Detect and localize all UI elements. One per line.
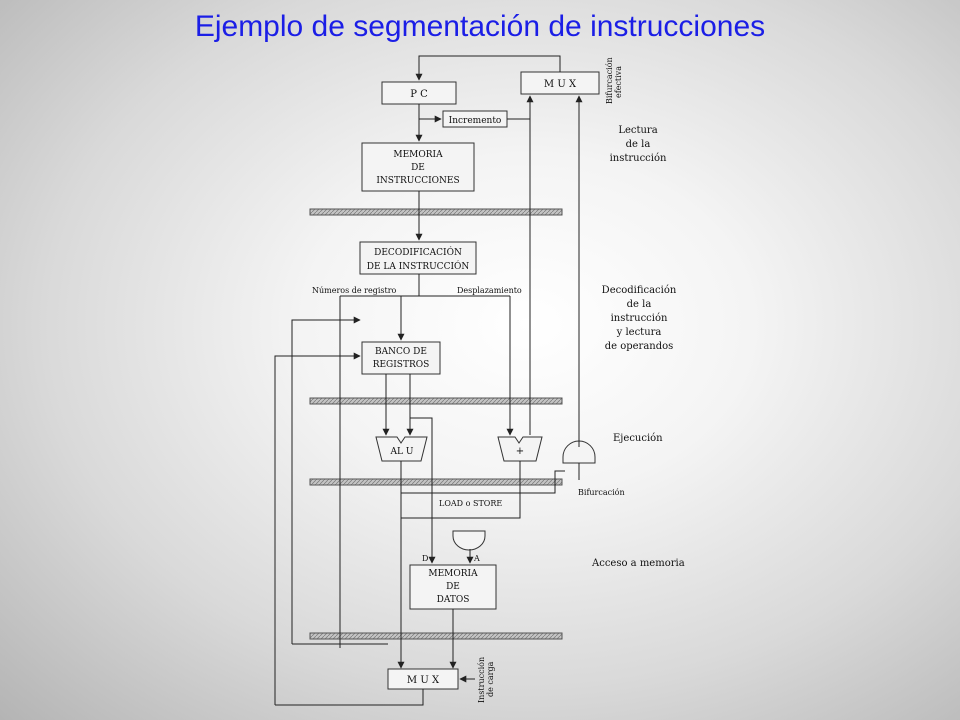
stage-decodificacion-line-5: de operandos xyxy=(605,341,674,352)
decodificacion-block xyxy=(359,241,477,275)
banco-registros-line-1: BANCO DE xyxy=(375,347,427,357)
decodificacion-line-1: DECODIFICACIÓN xyxy=(374,246,462,258)
memoria-datos-block xyxy=(409,564,497,610)
d-label: D xyxy=(422,554,428,563)
bifurcacion-efectiva-line-2: efectiva xyxy=(614,66,623,98)
adder-label: + xyxy=(516,446,524,457)
desplazamiento-label: Desplazamiento xyxy=(457,286,522,295)
banco-registros-block xyxy=(361,341,441,375)
instruccion-carga-line-1: Instrucción xyxy=(477,657,486,703)
stage-decodificacion-line-4: y lectura xyxy=(616,327,662,338)
instruccion-carga-label: Instrucción de carga xyxy=(477,657,495,703)
a-label: A xyxy=(473,554,480,563)
alu-label: AL U xyxy=(390,447,414,457)
pc-label: P C xyxy=(410,89,428,100)
connection-lines xyxy=(274,55,583,706)
stage-lectura-line-3: instrucción xyxy=(610,153,667,164)
bifurcacion-efectiva-line-1: Bifurcación xyxy=(605,57,614,104)
stage-lectura-line-1: Lectura xyxy=(618,125,657,136)
banco-registros-line-2: REGISTROS xyxy=(373,360,430,370)
stage-ejecucion-label: Ejecución xyxy=(613,433,663,444)
pipeline-register-3 xyxy=(309,478,563,486)
stage-decodificacion-line-3: instrucción xyxy=(611,313,668,324)
instruccion-carga-line-2: de carga xyxy=(486,661,495,697)
bifurcacion-label: Bifurcación xyxy=(578,488,625,497)
stage-decodificacion-line-2: de la xyxy=(627,299,652,310)
slide-title: Ejemplo de segmentación de instrucciones xyxy=(194,10,766,43)
stage-acceso-label: Acceso a memoria xyxy=(591,558,685,569)
incremento-label: Incremento xyxy=(449,116,502,126)
memoria-instrucciones-block xyxy=(361,142,475,192)
memoria-instrucciones-line-1: MEMORIA xyxy=(393,150,443,160)
branch-and-gate xyxy=(562,440,596,464)
pipeline-register-2 xyxy=(309,397,563,405)
decodificacion-line-2: DE LA INSTRUCCIÓN xyxy=(367,260,470,272)
stage-decodificacion-line-1: Decodificación xyxy=(602,285,677,296)
numeros-registro-label: Números de registro xyxy=(312,286,397,295)
memoria-instrucciones-line-3: INSTRUCCIONES xyxy=(376,176,459,186)
memoria-datos-line-2: DE xyxy=(446,582,460,592)
alu-block xyxy=(375,436,428,462)
pipeline-register-1 xyxy=(309,208,563,216)
memoria-datos-line-1: MEMORIA xyxy=(428,569,478,579)
mux-bottom-label: M U X xyxy=(407,675,440,686)
pipeline-register-4 xyxy=(309,632,563,640)
stage-lectura-line-2: de la xyxy=(626,139,651,150)
memoria-instrucciones-line-2: DE xyxy=(411,163,425,173)
bifurcacion-efectiva-label: Bifurcación efectiva xyxy=(605,57,623,104)
adder-block xyxy=(497,436,543,462)
load-store-label: LOAD o STORE xyxy=(439,499,502,508)
load-store-gate xyxy=(452,530,486,551)
memoria-datos-line-3: DATOS xyxy=(437,595,470,605)
mux-top-label: M U X xyxy=(544,79,577,90)
